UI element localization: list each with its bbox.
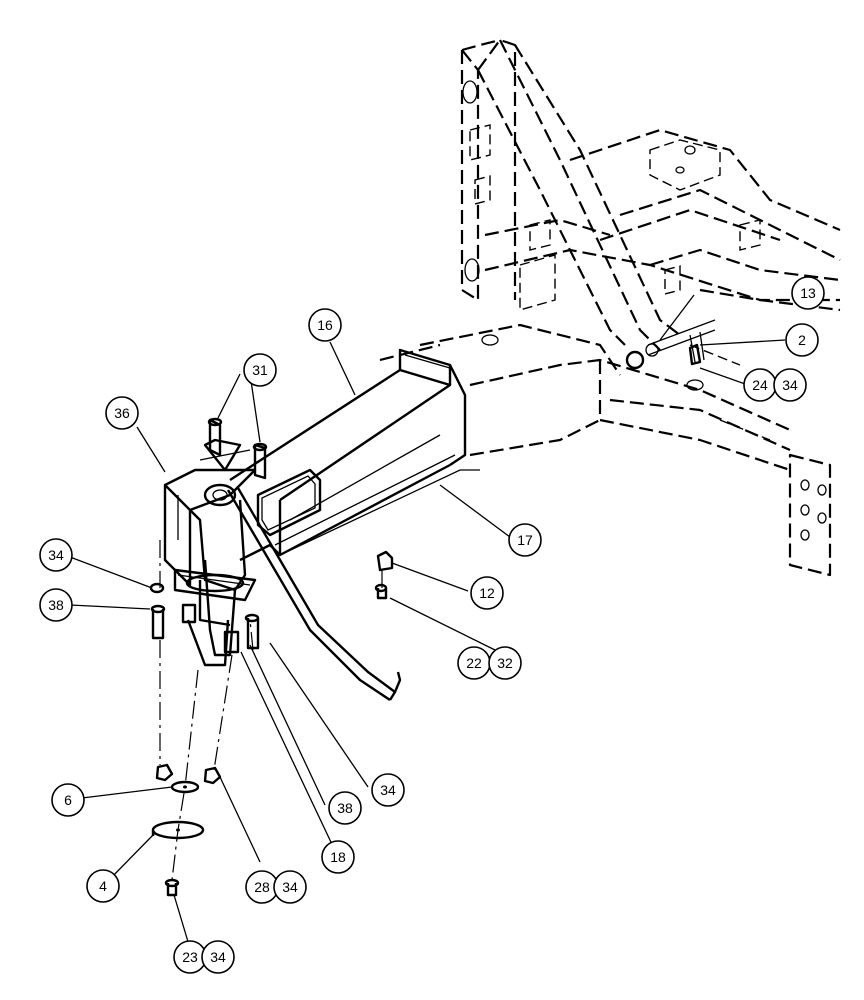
callout-24: 24 [743, 368, 777, 402]
callout-label: 2 [798, 332, 806, 348]
callout-4: 4 [86, 869, 120, 903]
callout-13: 13 [791, 276, 825, 310]
callout-label: 36 [114, 405, 130, 421]
callout-36: 36 [105, 396, 139, 430]
callout-34: 34 [39, 538, 73, 572]
callout-34: 34 [773, 368, 807, 402]
callout-38: 38 [39, 588, 73, 622]
callout-label: 17 [517, 532, 533, 548]
callout-label: 34 [282, 879, 298, 895]
callout-label: 34 [380, 782, 396, 798]
callout-2: 2 [785, 323, 819, 357]
callout-18: 18 [321, 840, 355, 874]
callout-23: 23 [173, 940, 207, 974]
callout-17: 17 [508, 523, 542, 557]
callout-label: 13 [800, 285, 816, 301]
callout-label: 32 [497, 655, 513, 671]
callout-label: 4 [99, 878, 107, 894]
callout-label: 34 [48, 547, 64, 563]
callout-label: 18 [330, 849, 346, 865]
phantom-lines [159, 540, 383, 881]
callout-label: 38 [337, 800, 353, 816]
callout-label: 28 [254, 879, 270, 895]
callout-label: 22 [466, 655, 482, 671]
callout-28: 28 [245, 870, 279, 904]
callout-label: 34 [782, 377, 798, 393]
callout-12: 12 [470, 576, 504, 610]
callout-6: 6 [51, 783, 85, 817]
tongue-tube [229, 348, 480, 562]
main-frame [379, 38, 841, 577]
callout-label: 31 [252, 362, 268, 378]
callout-22: 22 [457, 646, 491, 680]
callout-label: 24 [752, 377, 768, 393]
callout-label: 38 [48, 597, 64, 613]
callout-34: 34 [201, 940, 235, 974]
callout-label: 23 [182, 949, 198, 965]
callout-label: 6 [64, 792, 72, 808]
callout-34: 34 [371, 773, 405, 807]
callout-31: 31 [243, 353, 277, 387]
callout-label: 34 [210, 949, 226, 965]
callout-label: 16 [317, 317, 333, 333]
callout-16: 16 [308, 308, 342, 342]
leader-lines [69, 294, 786, 956]
callout-label: 12 [479, 585, 495, 601]
callout-38: 38 [328, 791, 362, 825]
callout-34: 34 [273, 870, 307, 904]
callout-32: 32 [488, 646, 522, 680]
